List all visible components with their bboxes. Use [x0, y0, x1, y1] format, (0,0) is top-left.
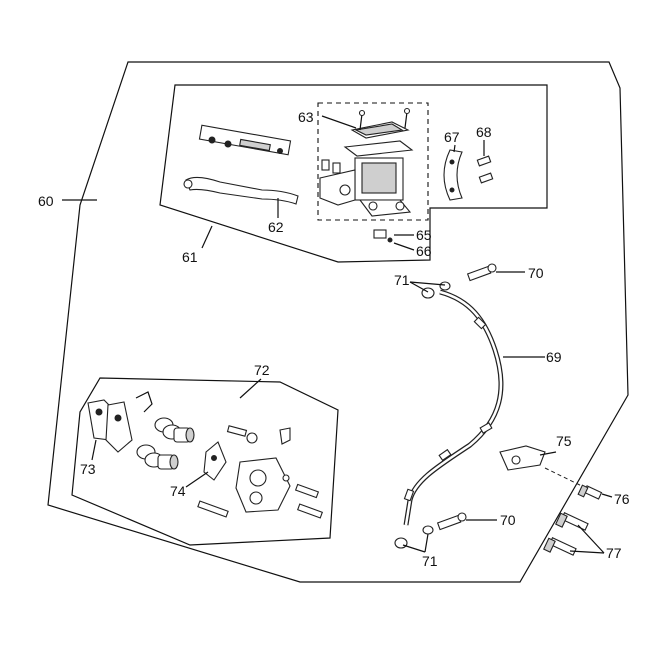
- callout-71-bottom: 71: [422, 553, 438, 569]
- pistons: [157, 427, 195, 470]
- callout-62: 62: [268, 219, 284, 235]
- brake-lever: [183, 176, 299, 205]
- callout-76: 76: [614, 491, 630, 507]
- clamp-bolts: [476, 155, 494, 184]
- caliper-body: [235, 457, 291, 513]
- callout-63: 63: [298, 109, 314, 125]
- callout-67: 67: [444, 129, 460, 145]
- switch-screw: [373, 229, 393, 243]
- callout-75: 75: [556, 433, 572, 449]
- callout-66: 66: [416, 243, 432, 259]
- hose-guide-bracket: [499, 445, 546, 471]
- reservoir-cap-set: [321, 107, 414, 174]
- caliper-mount-bolts-77: [543, 512, 589, 556]
- reservoir-dashed-box: [317, 102, 429, 221]
- brake-hose: [403, 289, 504, 526]
- brake-pad-right: [105, 401, 133, 453]
- clamp-bracket: [443, 149, 463, 201]
- banjo-bolt-bottom: [436, 512, 467, 531]
- callout-71-top: 71: [394, 272, 410, 288]
- callout-60: 60: [38, 193, 54, 209]
- callout-70-top: 70: [528, 265, 544, 281]
- callout-72: 72: [254, 362, 270, 378]
- guide-bolt-76: [577, 484, 603, 500]
- copper-washers-bottom: [394, 525, 434, 549]
- caliper-bracket-74: [203, 441, 227, 481]
- pad-spring: [135, 391, 153, 413]
- callout-77: 77: [606, 545, 622, 561]
- caliper-pins: [197, 425, 324, 519]
- callout-73: 73: [80, 461, 96, 477]
- switch-and-pin-kit: [198, 124, 292, 156]
- copper-washers-top: [421, 281, 451, 299]
- master-cylinder-group-box: [159, 84, 548, 263]
- leader-lines: [62, 115, 613, 554]
- master-cylinder-body: [319, 157, 412, 217]
- callout-69: 69: [546, 349, 562, 365]
- callout-74: 74: [170, 483, 186, 499]
- caliper-group-box: [71, 377, 339, 546]
- callout-68: 68: [476, 124, 492, 140]
- guide-dash-line: [544, 467, 591, 491]
- callout-61: 61: [182, 249, 198, 265]
- banjo-bolt-top: [466, 263, 497, 282]
- assembly-outline-60: [47, 61, 629, 583]
- callout-65: 65: [416, 227, 432, 243]
- callout-70-bottom: 70: [500, 512, 516, 528]
